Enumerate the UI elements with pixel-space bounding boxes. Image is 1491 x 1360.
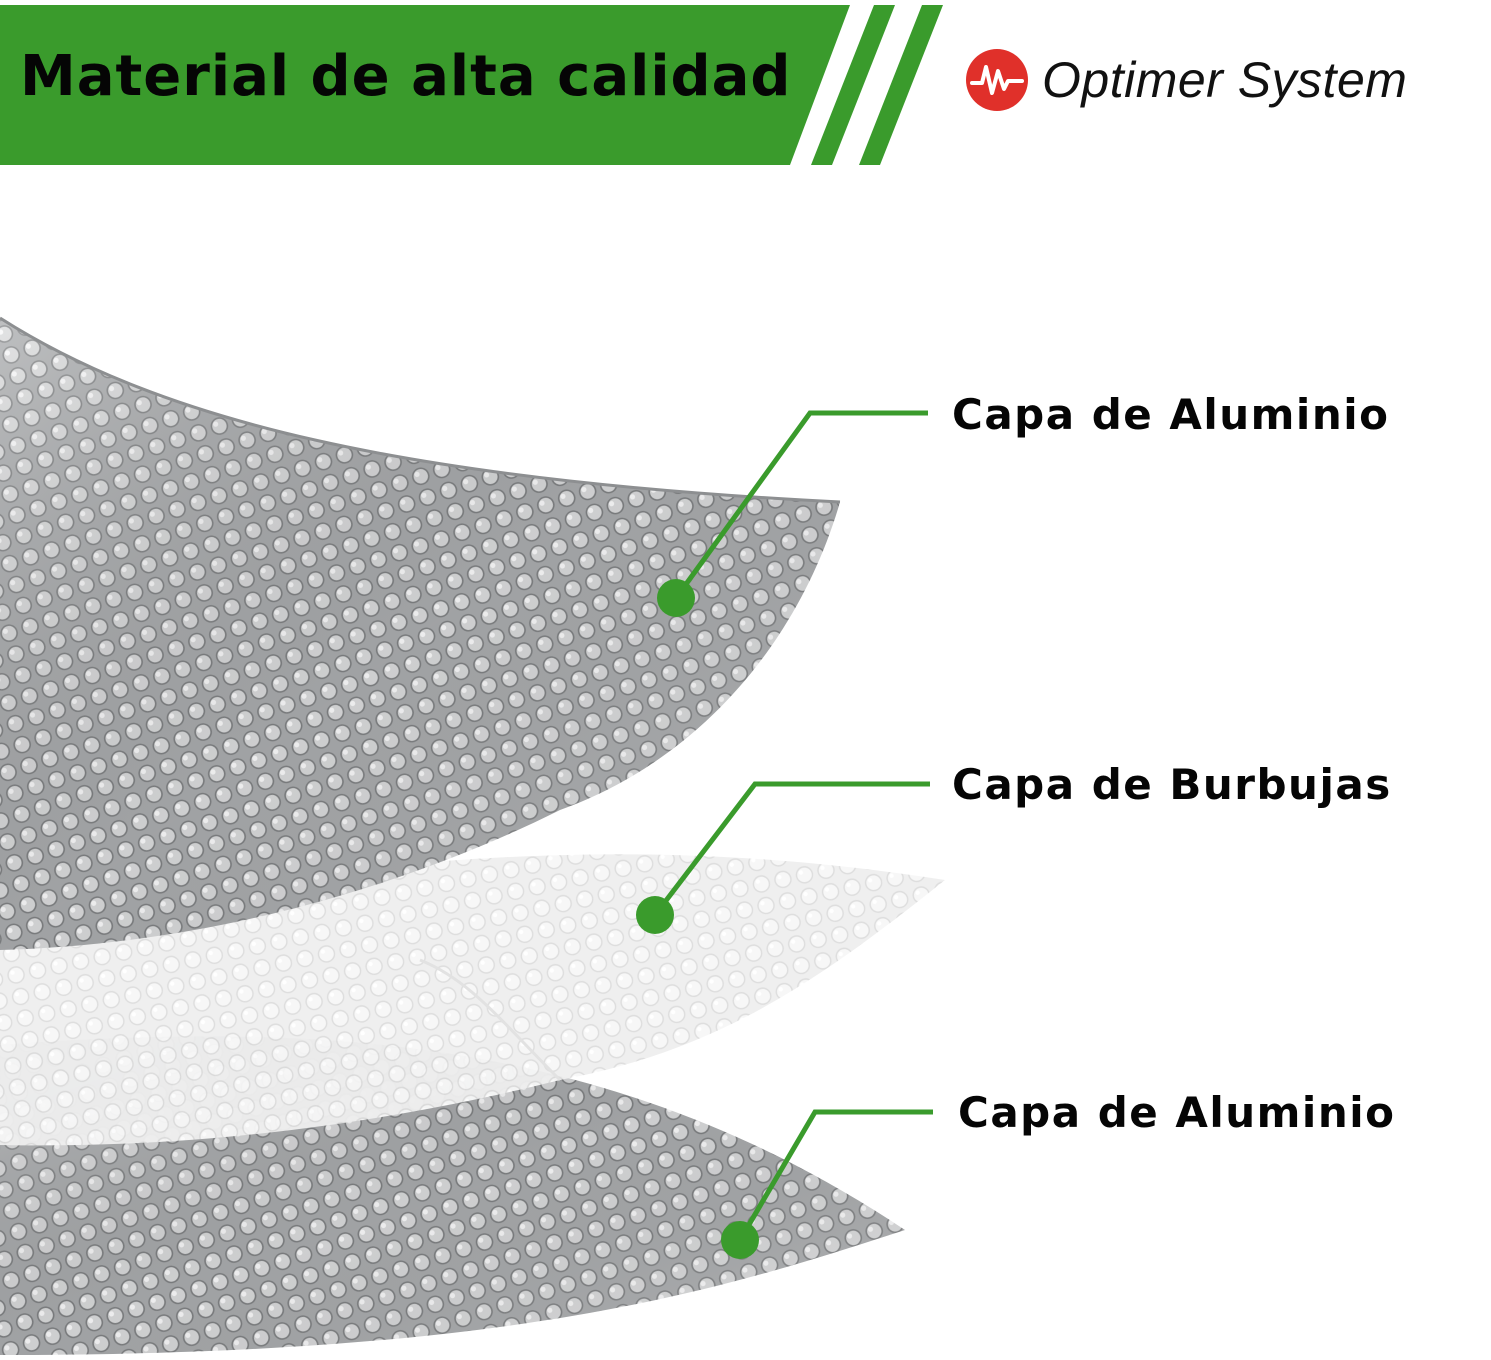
brand-logo: Optimer System: [964, 44, 1407, 116]
header-banner: [0, 5, 943, 165]
layer-label-top-aluminium: Capa de Aluminio: [952, 390, 1390, 439]
top-aluminium-sheet: [0, 316, 841, 950]
heartbeat-logo-icon: [966, 49, 1028, 111]
callout-dot-2: [636, 896, 674, 934]
callout-1: [657, 410, 928, 617]
callout-dot-1: [657, 579, 695, 617]
layer-label-bubbles: Capa de Burbujas: [952, 760, 1392, 809]
callout-dot-3: [721, 1221, 759, 1259]
middle-bubble-sheet: [0, 854, 945, 1146]
brand-name: Optimer System: [1042, 52, 1408, 108]
callout-3: [721, 1109, 933, 1259]
banner-title: Material de alta calidad: [20, 44, 792, 109]
layer-label-bottom-aluminium: Capa de Aluminio: [958, 1088, 1396, 1137]
callout-2: [636, 781, 930, 934]
